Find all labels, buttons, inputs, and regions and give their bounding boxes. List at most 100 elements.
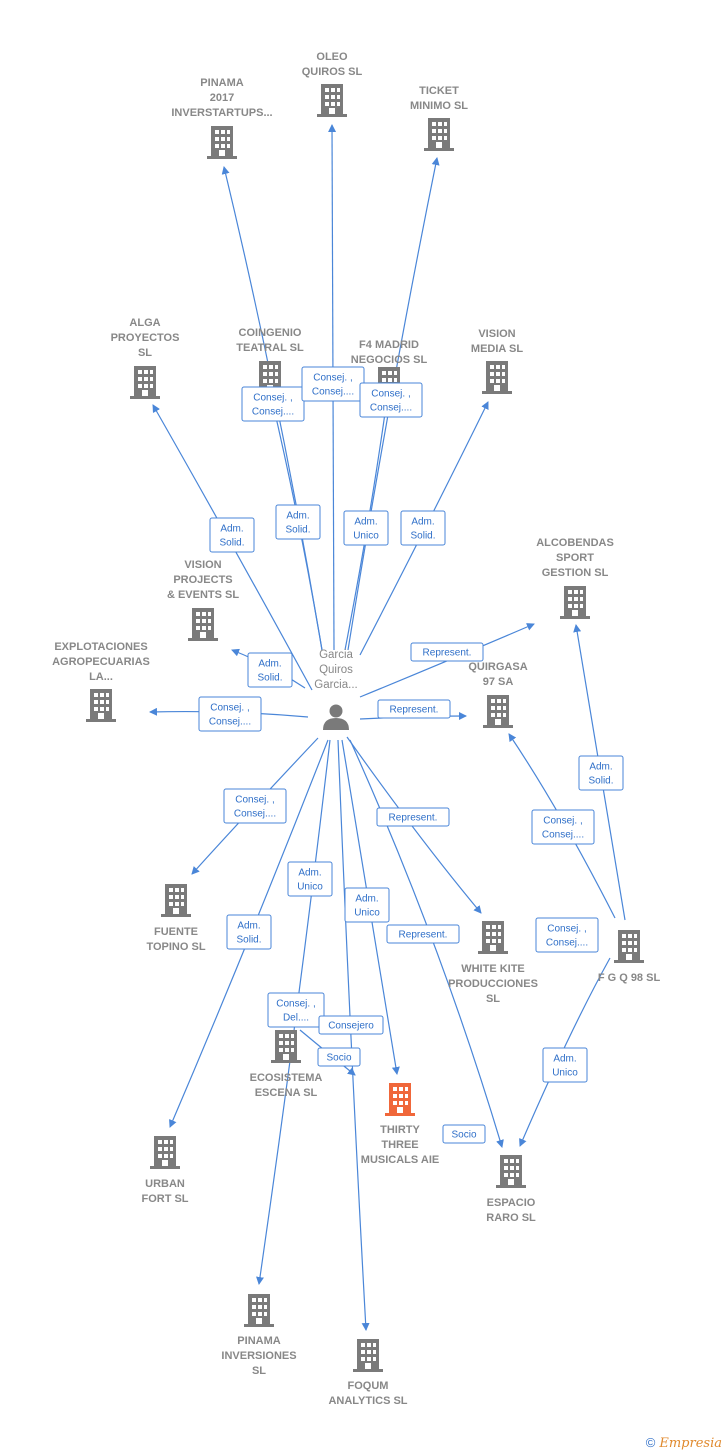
company-name-label: ESCENA SL [255,1087,318,1099]
role-badge-box [275,504,321,540]
company-name-label: MEDIA SL [471,343,523,355]
role-badge[interactable]: Adm.Unico [344,887,390,923]
role-badge[interactable]: Consej. ,Del.... [267,992,325,1028]
company-name-label: COINGENIO [239,327,302,339]
company-name-label: NEGOCIOS SL [351,354,428,366]
role-badge-text: Consej. , [235,795,274,806]
role-badge-box [343,510,389,546]
role-badge-text: Consej. , [547,924,586,935]
role-badge-text: Unico [297,882,323,893]
role-badge[interactable]: Adm.Solid. [247,652,293,688]
role-badge-text: Unico [354,908,380,919]
role-badge[interactable]: Consej. ,Consej.... [301,366,365,402]
role-badge-text: Consej.... [370,403,412,414]
role-badge[interactable]: Adm.Unico [542,1047,588,1083]
role-badge[interactable]: Adm.Unico [287,861,333,897]
role-badge-text: Adm. [220,524,243,535]
building-icon [130,366,160,399]
role-badge[interactable]: Socio [317,1047,361,1067]
company-name-label: SL [486,993,500,1005]
company-name-label: PROJECTS [173,574,232,586]
edge-center-to-whitekite [346,736,482,914]
role-badge[interactable]: Adm.Solid. [578,755,624,791]
role-badge[interactable]: Consejero [318,1015,384,1035]
building-icon [188,608,218,641]
role-badge-box [241,386,305,422]
role-badge[interactable]: Represent. [386,924,460,944]
role-badge[interactable]: Consej. ,Consej.... [198,696,262,732]
role-badge-text: Represent. [390,705,439,716]
person-icon [323,704,349,730]
role-badge[interactable]: Consej. ,Consej.... [241,386,305,422]
role-badge[interactable]: Represent. [377,699,451,719]
role-badge[interactable]: Consej. ,Consej.... [535,917,599,953]
company-name-label: PROYECTOS [111,332,180,344]
role-badge-box [531,809,595,845]
role-badge[interactable]: Represent. [410,642,484,662]
company-name-label: INVERSTARTUPS... [171,107,272,119]
person-node[interactable]: GarciaQuirosGarcia... [314,649,358,730]
role-badge-box [267,992,325,1028]
role-badge-box [535,917,599,953]
badges-layer: Consej. ,Consej....Consej. ,Consej....Co… [198,366,624,1144]
building-icon [478,921,508,954]
role-badge[interactable]: Consej. ,Consej.... [223,788,287,824]
role-badge-text: Consej.... [209,717,251,728]
role-badge[interactable]: Adm.Solid. [400,510,446,546]
role-badge-box [442,1124,486,1144]
company-name-label: ESPACIO [487,1197,536,1209]
company-name-label: LA... [89,671,113,683]
role-badge-box [377,699,451,719]
role-badge[interactable]: Adm.Solid. [275,504,321,540]
company-node-pinama2017[interactable]: PINAMA2017INVERSTARTUPS... [171,77,273,159]
person-name-label: Garcia... [314,679,357,691]
role-badge-text: Adm. [411,517,434,528]
company-name-label: OLEO [316,51,348,63]
company-name-label: & EVENTS SL [167,589,239,601]
building-icon [560,586,590,619]
role-badge-box [247,652,293,688]
company-name-label: THIRTY [380,1124,420,1136]
company-name-label: ALGA [129,317,160,329]
company-node-fgq98[interactable]: F G Q 98 SL [598,930,661,984]
role-badge[interactable]: Adm.Solid. [226,914,272,950]
role-badge-box [410,642,484,662]
company-node-alga[interactable]: ALGA PROYECTOS SL [111,317,180,399]
company-name-label: ANALYTICS SL [328,1395,407,1407]
role-badge-text: Represent. [399,930,448,941]
company-name-label: GESTION SL [542,567,609,579]
role-badge[interactable]: Consej. ,Consej.... [531,809,595,845]
building-icon [496,1155,526,1188]
role-badge[interactable]: Socio [442,1124,486,1144]
company-name-label: TICKET [419,85,459,97]
company-node-explotaciones[interactable]: EXPLOTACIONESAGROPECUARIASLA... [52,641,150,722]
role-badge[interactable]: Adm.Unico [343,510,389,546]
company-name-label: PINAMA [200,77,243,89]
role-badge[interactable]: Consej. ,Consej.... [359,382,423,418]
role-badge[interactable]: Adm.Solid. [209,517,255,553]
role-badge-box [318,1015,384,1035]
company-node-visionprojects[interactable]: VISION PROJECTS & EVENTS SL [167,559,239,641]
footer-brand[interactable]: ©Empresia [646,1435,722,1451]
company-name-label: SL [138,347,152,359]
company-name-label: VISION [184,559,221,571]
role-badge-text: Del.... [283,1013,309,1024]
company-name-label: MUSICALS AIE [361,1154,439,1166]
role-badge[interactable]: Represent. [376,807,450,827]
